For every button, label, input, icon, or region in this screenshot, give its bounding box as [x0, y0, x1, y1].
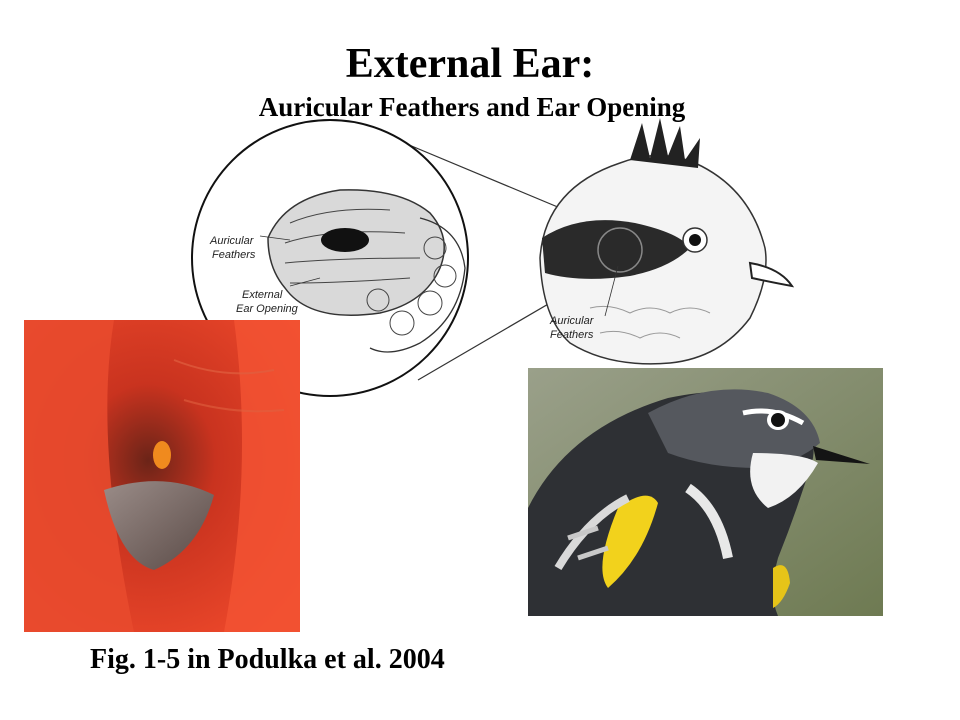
auricular-label-head-1: Auricular	[549, 315, 595, 327]
auricular-label-zoom-2: Feathers	[212, 249, 256, 261]
slide-subtitle: Auricular Feathers and Ear Opening	[258, 92, 686, 122]
auricular-label-zoom-1: Auricular	[209, 235, 255, 247]
bird-head-drawing	[539, 118, 795, 365]
ear-closeup-photo	[24, 320, 300, 632]
figure-caption: Fig. 1-5 in Podulka et al. 2004	[90, 644, 445, 675]
slide-title: External Ear:	[345, 41, 595, 87]
ear-opening-label-1: External	[242, 289, 283, 301]
auricular-label-head-2: Feathers	[550, 329, 594, 341]
ear-canal-highlight	[153, 441, 171, 469]
warbler-photo	[528, 368, 883, 616]
ear-opening-drawing	[321, 228, 369, 252]
ear-opening-label-2: Ear Opening	[236, 303, 299, 315]
yellow-flank-patch	[602, 495, 658, 588]
